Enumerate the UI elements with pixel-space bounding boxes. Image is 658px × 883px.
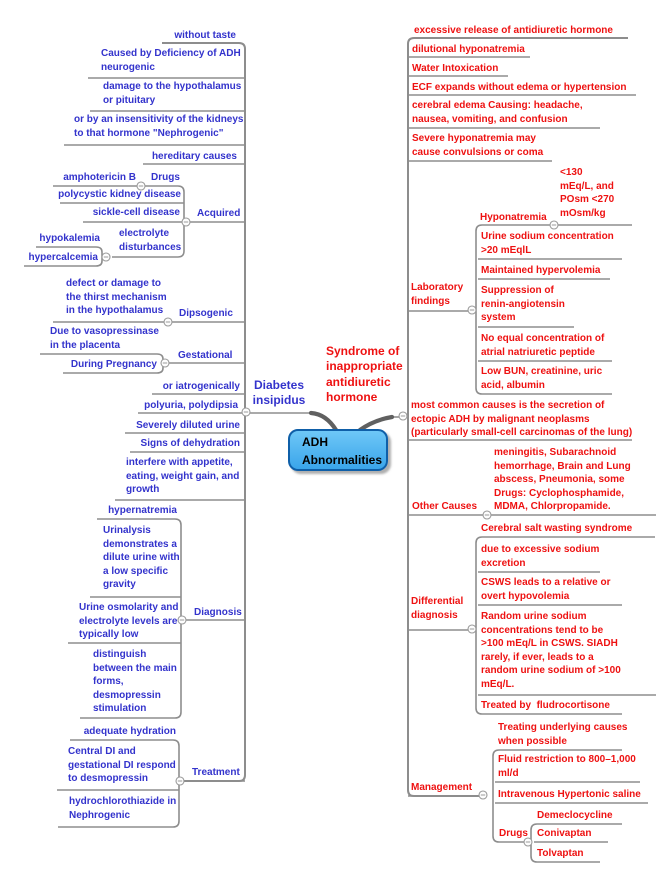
- node-amphotericin-b[interactable]: amphotericin B: [63, 172, 136, 183]
- node-hypertonic-saline[interactable]: Intravenous Hypertonic saline: [498, 789, 641, 800]
- node-without-taste[interactable]: without taste: [174, 30, 236, 41]
- node-urinalysis[interactable]: Urinalysis demonstrates a dilute urine w…: [103, 525, 180, 590]
- node-hypernatremia[interactable]: hypernatremia: [108, 505, 177, 516]
- node-adequate-hydration[interactable]: adequate hydration: [83, 726, 176, 737]
- node-urine-osmolarity[interactable]: Urine osmolarity and electrolyte levels …: [79, 602, 179, 640]
- node-interfere-appetite[interactable]: interfere with appetite, eating, weight …: [126, 457, 240, 495]
- node-fludrocortisone[interactable]: Treated by fludrocortisone: [481, 700, 610, 711]
- node-csws[interactable]: Cerebral salt wasting syndrome: [481, 523, 633, 534]
- node-demeclocycline[interactable]: Demeclocycline: [537, 810, 613, 821]
- center-node[interactable]: ADH Abnormalities: [288, 429, 388, 471]
- branch-siadh[interactable]: Syndrome of inappropriate antidiuretic h…: [326, 344, 403, 404]
- node-atrial-natriuretic[interactable]: No equal concentration of atrial natriur…: [481, 333, 605, 358]
- collapse-toggle-icon[interactable]: [163, 317, 173, 327]
- node-maintained-hypervolemia[interactable]: Maintained hypervolemia: [481, 265, 601, 276]
- node-cerebral-edema[interactable]: cerebral edema Causing: headache, nausea…: [412, 100, 583, 125]
- node-hypokalemia[interactable]: hypokalemia: [39, 233, 100, 244]
- node-damage-hypothalamus[interactable]: damage to the hypothalamus or pituitary: [103, 81, 242, 106]
- node-drugs-left[interactable]: Drugs: [151, 172, 180, 183]
- collapse-toggle-icon[interactable]: [398, 411, 408, 421]
- node-water-intoxication[interactable]: Water Intoxication: [412, 63, 499, 74]
- node-hereditary-causes[interactable]: hereditary causes: [151, 151, 237, 162]
- node-polyuria-polydipsia[interactable]: polyuria, polydipsia: [144, 400, 238, 411]
- node-during-pregnancy[interactable]: During Pregnancy: [70, 359, 157, 370]
- node-dipsogenic[interactable]: Dipsogenic: [179, 308, 233, 319]
- node-kidney-insensitivity[interactable]: or by an insensitivity of the kidneys to…: [74, 114, 244, 139]
- collapse-toggle-icon[interactable]: [241, 407, 251, 417]
- node-hyponatremia-values[interactable]: <130 mEq/L, and POsm <270 mOsm/kg: [560, 167, 615, 219]
- node-sickle-cell[interactable]: sickle-cell disease: [92, 207, 180, 218]
- node-severe-hyponatremia[interactable]: Severe hyponatremia may cause convulsion…: [412, 133, 544, 158]
- collapse-toggle-icon[interactable]: [177, 615, 187, 625]
- collapse-toggles: [101, 181, 559, 847]
- branch-diabetes-insipidus[interactable]: Diabetes insipidus: [252, 378, 306, 408]
- collapse-toggle-icon[interactable]: [175, 776, 185, 786]
- node-distinguish-forms[interactable]: distinguish between the main forms, desm…: [93, 649, 177, 714]
- collapse-toggle-icon[interactable]: [467, 624, 477, 634]
- node-random-urine-sodium[interactable]: Random urine sodium concentrations tend …: [481, 611, 621, 690]
- node-other-causes[interactable]: Other Causes: [412, 501, 478, 512]
- node-acquired[interactable]: Acquired: [197, 208, 241, 219]
- node-hypercalcemia[interactable]: hypercalcemia: [28, 252, 99, 263]
- node-treatment[interactable]: Treatment: [192, 767, 240, 778]
- node-management[interactable]: Management: [411, 782, 473, 793]
- node-diagnosis[interactable]: Diagnosis: [194, 607, 242, 618]
- node-common-causes[interactable]: most common causes is the secretion of e…: [411, 400, 633, 438]
- node-vasopressinase[interactable]: Due to vasopressinase in the placenta: [50, 326, 159, 351]
- node-diluted-urine[interactable]: Severely diluted urine: [136, 420, 240, 431]
- collapse-toggle-icon[interactable]: [160, 358, 170, 368]
- center-node-title: ADH Abnormalities: [302, 435, 383, 467]
- collapse-toggle-icon[interactable]: [181, 217, 191, 227]
- node-electrolyte-disturbances[interactable]: electrolyte disturbances: [119, 228, 182, 253]
- node-renin-suppression[interactable]: Suppression of renin-angiotensin system: [481, 285, 565, 323]
- collapse-toggle-icon[interactable]: [523, 837, 533, 847]
- node-other-causes-list[interactable]: meningitis, Subarachnoid hemorrhage, Bra…: [494, 447, 631, 512]
- node-fluid-restriction[interactable]: Fluid restriction to 800–1,000 ml/d: [498, 754, 636, 779]
- node-tolvaptan[interactable]: Tolvaptan: [537, 848, 584, 859]
- node-ecf-expands[interactable]: ECF expands without edema or hypertensio…: [412, 82, 627, 93]
- node-gestational[interactable]: Gestational: [178, 350, 233, 361]
- node-low-bun[interactable]: Low BUN, creatinine, uric acid, albumin: [481, 366, 603, 391]
- node-conivaptan[interactable]: Conivaptan: [537, 828, 592, 839]
- node-laboratory-findings[interactable]: Laboratory findings: [411, 282, 464, 307]
- node-caused-by-deficiency[interactable]: Caused by Deficiency of ADH neurogenic: [101, 48, 241, 73]
- node-urine-sodium[interactable]: Urine sodium concentration >20 mEqlL: [481, 231, 614, 256]
- node-drugs-right[interactable]: Drugs: [499, 828, 528, 839]
- node-underlying-causes[interactable]: Treating underlying causes when possible: [498, 722, 628, 747]
- node-dilutional-hyponatremia[interactable]: dilutional hyponatremia: [412, 44, 525, 55]
- collapse-toggle-icon[interactable]: [549, 220, 559, 230]
- node-central-di-desmopressin[interactable]: Central DI and gestational DI respond to…: [68, 746, 176, 784]
- collapse-toggle-icon[interactable]: [101, 252, 111, 262]
- node-sodium-excretion[interactable]: due to excessive sodium excretion: [481, 544, 600, 569]
- node-differential-diagnosis[interactable]: Differential diagnosis: [411, 596, 464, 621]
- node-excessive-release[interactable]: excessive release of antidiuretic hormon…: [414, 25, 613, 36]
- collapse-toggle-icon[interactable]: [482, 510, 492, 520]
- node-iatrogenically[interactable]: or iatrogenically: [162, 381, 240, 392]
- node-polycystic[interactable]: polycystic kidney disease: [58, 189, 181, 200]
- node-hyponatremia[interactable]: Hyponatremia: [480, 212, 547, 223]
- node-csws-hypovolemia[interactable]: CSWS leads to a relative or overt hypovo…: [481, 577, 611, 602]
- collapse-toggle-icon[interactable]: [136, 181, 146, 191]
- collapse-toggle-icon[interactable]: [478, 790, 488, 800]
- node-signs-dehydration[interactable]: Signs of dehydration: [140, 438, 240, 449]
- node-hydrochlorothiazide[interactable]: hydrochlorothiazide in Nephrogenic: [69, 796, 177, 821]
- root-connector-curves: [308, 410, 395, 433]
- collapse-toggle-icon[interactable]: [467, 305, 477, 315]
- node-thirst-mechanism[interactable]: defect or damage to the thirst mechanism…: [66, 278, 167, 316]
